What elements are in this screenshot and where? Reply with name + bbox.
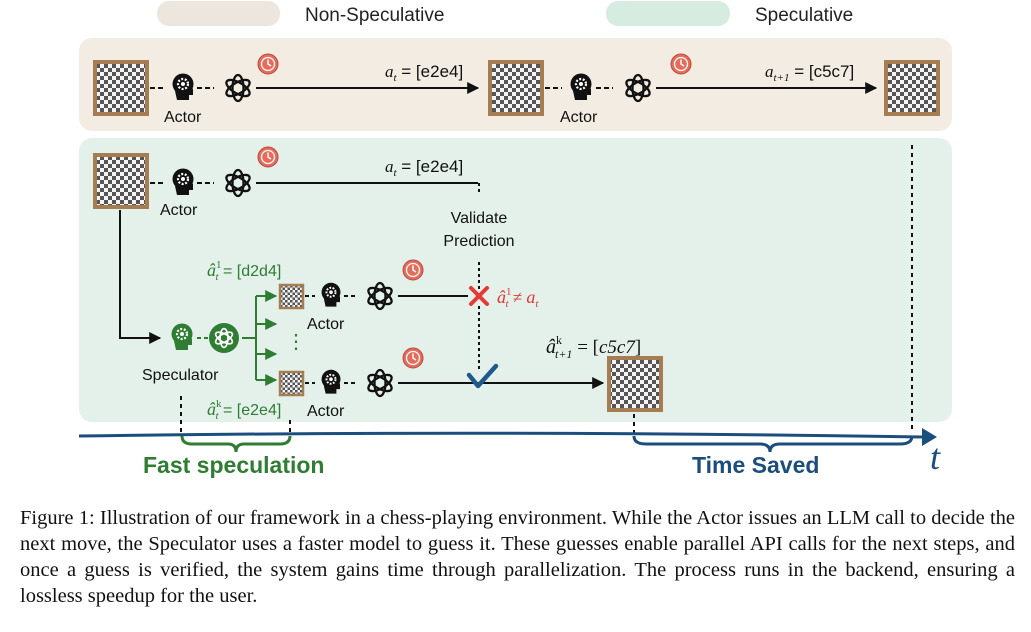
- actor-label: Actor: [307, 316, 345, 333]
- speculative-panel: [79, 138, 952, 422]
- fast-speculation-brace: [180, 435, 292, 453]
- action-a-t1-label: at+1 = [c5c7]: [765, 62, 854, 84]
- validate-label: Validate: [451, 210, 508, 227]
- chessboard-icon: [93, 60, 149, 116]
- reject-x-icon: [469, 286, 489, 306]
- actor-label: Actor: [560, 109, 598, 126]
- time-axis: [78, 431, 923, 439]
- figure-caption: Figure 1: Illustration of our framework …: [20, 507, 1015, 607]
- verified-check-icon: [466, 363, 499, 389]
- legend-speculative-label: Speculative: [755, 5, 853, 26]
- time-saved-brace: [632, 435, 914, 453]
- non-spec-row: Actor at = [e2e4] Actor at+1 = [c5c7]: [93, 53, 940, 126]
- chessboard-icon: [278, 370, 305, 397]
- chessboard-icon: [884, 60, 940, 116]
- clock-icon: [257, 53, 279, 75]
- clock-icon: [402, 259, 424, 281]
- time-axis-arrowhead: [922, 428, 937, 446]
- vertical-dots: ⋮: [286, 331, 306, 353]
- framework-diagram: Non-Speculative Speculative Actor at = […: [78, 1, 952, 478]
- legend-non-speculative-swatch: [157, 1, 280, 26]
- actor-label: Actor: [160, 202, 198, 219]
- chessboard-icon: [607, 356, 663, 412]
- clock-icon: [257, 146, 279, 168]
- actor-label: Actor: [164, 109, 202, 126]
- legend-non-speculative-label: Non-Speculative: [305, 5, 444, 26]
- time-axis-label: t: [930, 437, 941, 477]
- prediction-label: Prediction: [443, 233, 514, 250]
- action-a-t-label: at = [e2e4]: [385, 62, 463, 84]
- time-saved-label: Time Saved: [692, 452, 819, 478]
- action-a-t-label: at = [e2e4]: [385, 157, 463, 179]
- clock-icon: [402, 347, 424, 369]
- legend-speculative-swatch: [606, 1, 730, 26]
- speculation-branches: ⋮: [242, 290, 306, 386]
- speculator-label: Speculator: [142, 367, 219, 384]
- chessboard-icon: [278, 283, 305, 310]
- actor-label: Actor: [307, 403, 345, 420]
- speculator: Speculator: [142, 322, 239, 384]
- spec-actor-row: Actor at = [e2e4] Validate Prediction: [93, 146, 515, 372]
- clock-icon: [670, 53, 692, 75]
- chessboard-icon: [93, 153, 149, 209]
- fast-speculation-label: Fast speculation: [143, 452, 324, 478]
- speculator-llm-badge: [209, 323, 239, 353]
- chessboard-icon: [488, 60, 544, 116]
